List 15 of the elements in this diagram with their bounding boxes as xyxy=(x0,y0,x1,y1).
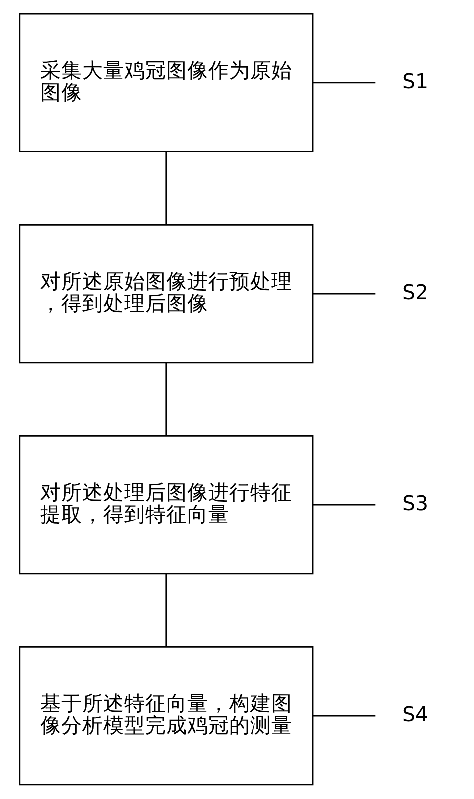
node-box: 对所述原始图像进行预处理，得到处理后图像 xyxy=(18,224,314,364)
connector xyxy=(165,574,167,647)
node-text: S2 xyxy=(402,280,428,304)
connector xyxy=(312,293,376,295)
node-text: S3 xyxy=(402,491,428,516)
connector xyxy=(312,82,376,84)
node-box: 对所述处理后图像进行特征提取，得到特征向量 xyxy=(18,435,314,575)
connector xyxy=(312,504,376,506)
node-text: S1 xyxy=(402,69,428,94)
connector xyxy=(312,715,376,717)
node-box: 采集大量鸡冠图像作为原始图像 xyxy=(18,13,314,153)
node-text: S4 xyxy=(402,702,428,726)
node-box: 基于所述特征向量，构建图像分析模型完成鸡冠的测量 xyxy=(18,646,314,786)
connector xyxy=(165,152,167,225)
connector xyxy=(165,363,167,436)
